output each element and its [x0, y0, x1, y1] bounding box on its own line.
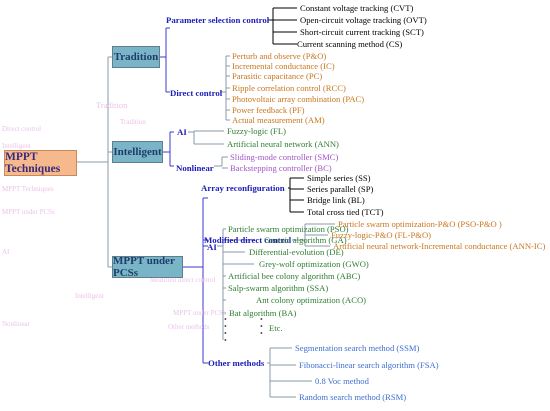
- array-item: Series parallel (SP): [307, 184, 374, 194]
- pcs-ai-item: Ant colony optimization (ACO): [256, 295, 367, 305]
- watermark-text: MPPT Techniques: [2, 185, 54, 193]
- pcs-ai-item: Genetic algorithm (GA): [264, 235, 347, 245]
- array-connector: [288, 177, 304, 213]
- category-intelligent: Intelligent: [112, 141, 163, 163]
- array-item: Simple series (SS): [307, 173, 371, 183]
- nonlinear-heading: Nonlinear: [176, 163, 214, 173]
- ellipsis-dots-left: ••••: [224, 315, 227, 345]
- watermark-text: Intelligent: [2, 142, 31, 150]
- watermark-text: AI: [2, 248, 10, 256]
- category-tradition: Tradition: [112, 46, 160, 68]
- tradition-connector: [160, 27, 170, 93]
- pcs-ai-item: Artificial bee colony algorithm (ABC): [228, 271, 361, 281]
- pcs-ai-connector: [217, 228, 254, 340]
- direct-control-heading: Direct control: [170, 88, 223, 98]
- direct-item: Power feedback (PF): [232, 105, 305, 115]
- watermark-text: Direct control: [2, 125, 42, 133]
- parameter-selection-heading: Parameter selection control: [166, 15, 270, 25]
- nonlinear-connector: [214, 156, 228, 169]
- root-node: MPPT Techniques: [4, 150, 77, 176]
- pcs-ai-item: Etc.: [269, 323, 283, 333]
- direct-item: Actual measurement (AM): [232, 115, 325, 125]
- watermark-text: MPPT under PCSs: [173, 309, 226, 317]
- watermark-text: Intelligent: [75, 292, 104, 300]
- ellipsis-dots-right: •••: [260, 315, 263, 338]
- param-item: Constant voltage tracking (CVT): [300, 3, 414, 13]
- param-item: Short-circuit current tracking (SCT): [300, 27, 424, 37]
- pcs-ai-item: Grey-wolf optimization (GWO): [259, 259, 369, 269]
- intelligent-ai-item: Artificial neural network (ANN): [227, 139, 339, 149]
- intelligent-ai-heading: AI: [177, 127, 187, 137]
- watermark-text: Nonlinear: [2, 320, 30, 328]
- other-methods-heading: Other methods: [208, 358, 265, 368]
- other-item: Random search method (RSM): [299, 392, 407, 402]
- direct-item: Incremental conductance (IC): [232, 61, 335, 71]
- pcs-ai-item: Salp-swarm algorithm (SSA): [228, 283, 329, 293]
- watermark-text: MPPT under PCSs: [2, 208, 55, 216]
- pcs-ai-item: Particle swarm optimization (PSO): [228, 224, 349, 234]
- direct-connector: [220, 55, 230, 121]
- nonlinear-item: Sliding-mode controller (SMC): [230, 152, 339, 162]
- nonlinear-item: Backstepping controller (BC): [230, 163, 332, 173]
- watermark-text: Tradition: [120, 118, 146, 126]
- modified-direct-control-heading: Modified direct control: [204, 235, 292, 245]
- direct-item: Photovoltaic array combination (PAC): [232, 94, 365, 104]
- param-item: Open-circuit voltage tracking (OVT): [300, 15, 427, 25]
- pcs-ai-item: Bat algorithm (BA): [229, 308, 297, 318]
- other-item: 0.8 Voc method: [315, 376, 369, 386]
- mdc-item: Fuzzy-logic-P&O (FL-P&O): [331, 230, 432, 240]
- other-connector: [267, 347, 312, 398]
- intelligent-connector: [163, 131, 174, 167]
- pcs-connector: [183, 197, 208, 364]
- mdc-item: Particle swarm optimization-P&O (PSO-P&O…: [338, 219, 502, 229]
- direct-item: Parasitic capacitance (PC): [232, 71, 323, 81]
- other-item: Segmentation search method (SSM): [295, 343, 420, 353]
- array-item: Bridge link (BL): [307, 195, 365, 205]
- array-item: Total cross tied (TCT): [307, 207, 384, 217]
- other-item: Fibonacci-linear search algorithm (FSA): [299, 360, 439, 370]
- watermark-text: Modified direct control: [150, 276, 216, 284]
- watermark-text: Tradition: [96, 100, 128, 110]
- category-mppt-under-pcs: MPPT under PCSs: [112, 255, 183, 279]
- root-to-categories-connector: [77, 56, 112, 268]
- intelligent-ai-item: Fuzzy-logic (FL): [227, 126, 286, 136]
- param-item: Current scanning method (CS): [297, 39, 403, 49]
- pcs-ai-heading: AI: [207, 242, 217, 252]
- mdc-connector: [292, 223, 335, 247]
- ai-connector: [188, 130, 224, 145]
- array-reconfiguration-heading: Array reconfiguration: [201, 183, 285, 193]
- watermark-text: Other methods: [168, 323, 210, 331]
- param-connector: [268, 7, 297, 45]
- direct-item: Perturb and observe (P&O): [232, 51, 327, 61]
- pcs-ai-item: Differential-evolution (DE): [249, 247, 344, 257]
- direct-item: Ripple correlation control (RCC): [232, 83, 346, 93]
- mdc-item: Artificial neural network-Incremental co…: [333, 241, 546, 251]
